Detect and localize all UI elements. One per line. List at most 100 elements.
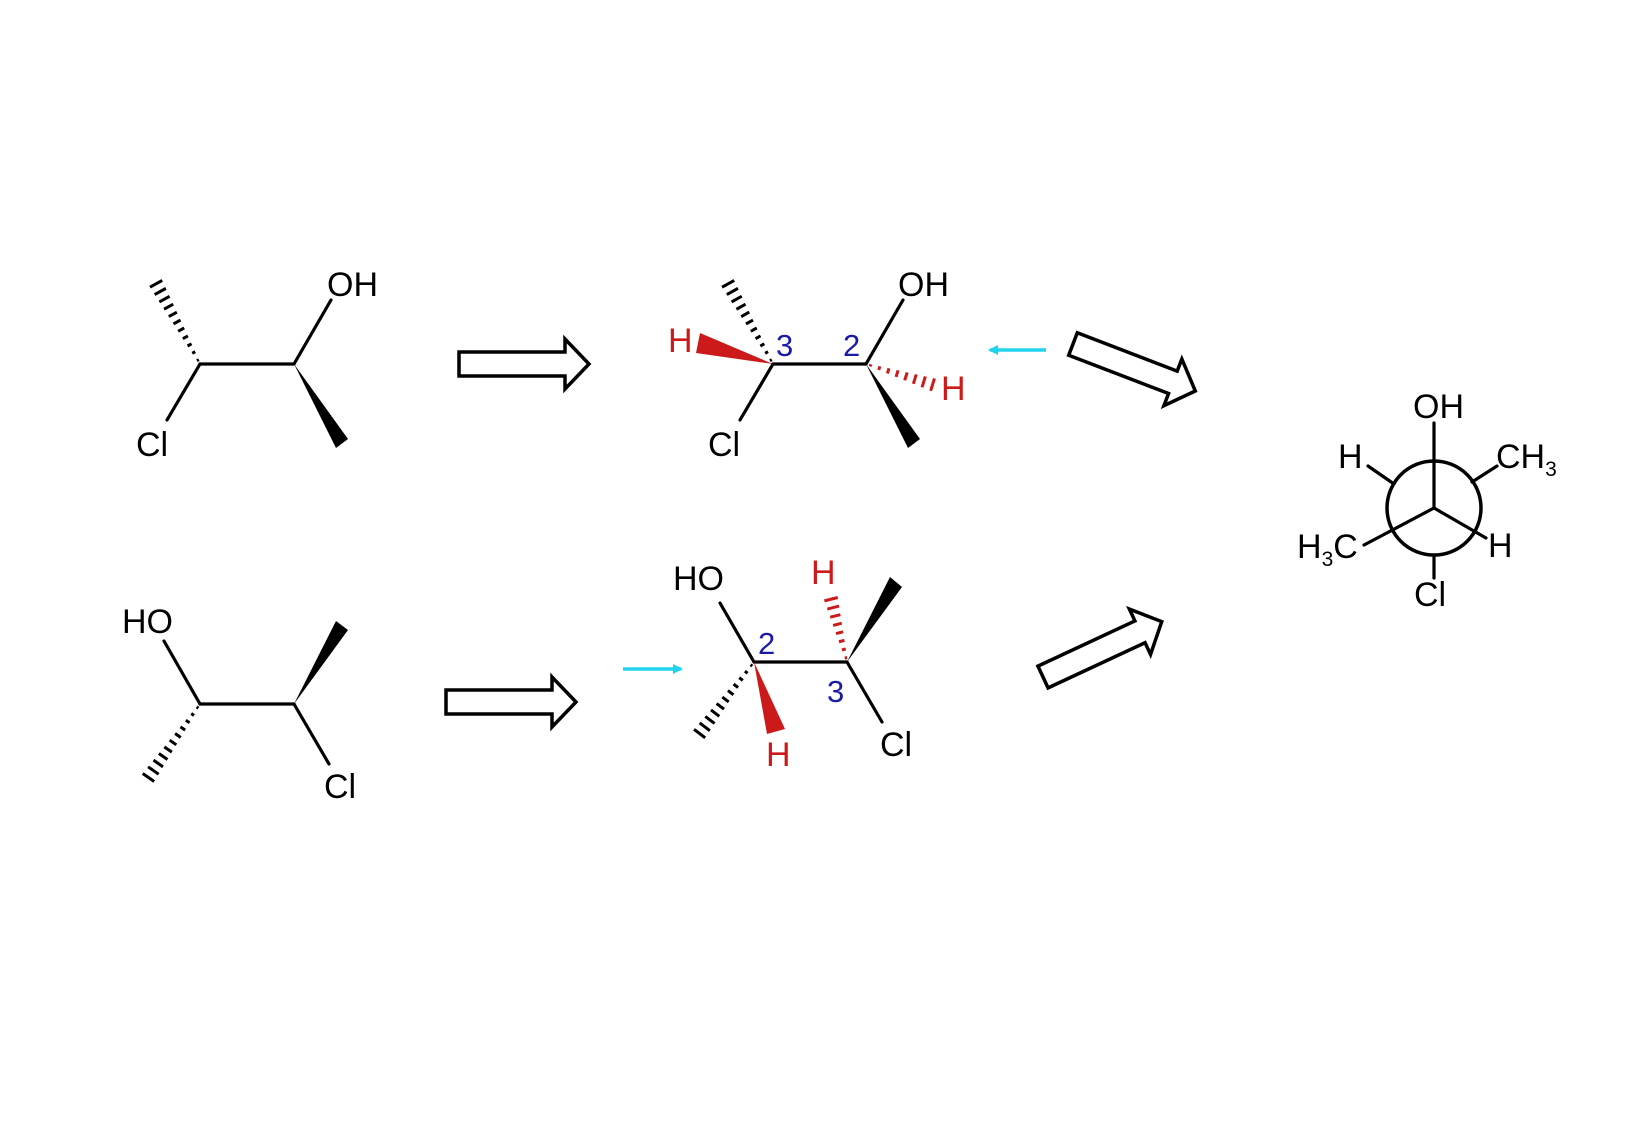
hash-stroke (182, 334, 189, 340)
hash-stroke (168, 738, 178, 747)
hash-stroke (158, 752, 169, 761)
molecule-bottom-middle: HO 2 H 3 H Cl (673, 554, 912, 774)
hash-stroke (177, 326, 185, 333)
hash-stroke (149, 279, 163, 289)
hollow-arrow-icon (1035, 605, 1164, 691)
label-oh: OH (898, 266, 949, 304)
hash-stroke (735, 302, 747, 311)
wedge-bond-methyl (866, 364, 920, 448)
label-h-wedge: H (766, 736, 791, 774)
newman-label-h3c: H3C (1297, 528, 1358, 571)
hash-stroke (715, 702, 725, 711)
label-cl: Cl (708, 426, 740, 464)
hash-stroke (759, 342, 766, 348)
wedge-bond-methyl (847, 577, 902, 662)
hash-stroke (740, 310, 751, 318)
hash-stroke (835, 630, 844, 636)
hash-stroke (764, 350, 769, 355)
hash-stroke (903, 371, 909, 381)
hash-stroke (704, 715, 716, 725)
hash-stroke (191, 350, 196, 355)
locant-3: 3 (827, 674, 844, 709)
label-cl: Cl (136, 426, 168, 464)
hash-bond-methyl (721, 279, 773, 363)
newman-label-oh: OH (1413, 388, 1464, 426)
hash-stroke (929, 378, 936, 392)
hash-stroke (172, 318, 182, 326)
hash-stroke (698, 721, 711, 732)
hash-stroke (824, 596, 839, 603)
hash-stroke (147, 765, 160, 776)
hash-stroke (141, 772, 156, 783)
hash-stroke (163, 302, 174, 311)
hash-stroke (174, 732, 182, 739)
hash-stroke (838, 638, 845, 644)
hash-stroke (726, 287, 739, 296)
hollow-arrow-icon (457, 334, 592, 394)
back-bond-ch3 (1470, 464, 1499, 484)
hash-stroke (841, 647, 847, 652)
wedge-bond-h (696, 333, 773, 364)
hash-stroke (186, 342, 193, 348)
hash-stroke (826, 604, 840, 611)
hash-stroke (911, 373, 918, 385)
molecule-bottom-left: HO Cl (122, 603, 356, 806)
c-cl-bond (165, 362, 202, 422)
newman-projection: OH H CH3 H3C H Cl (1297, 388, 1557, 614)
hash-stroke (710, 708, 721, 718)
hash-stroke (743, 670, 749, 675)
hash-stroke (750, 326, 758, 333)
hash-stroke (190, 712, 195, 717)
hash-stroke (885, 367, 891, 374)
hash-stroke (179, 725, 187, 732)
hollow-arrow-icon (444, 672, 579, 732)
hash-stroke (749, 663, 754, 668)
hash-stroke (754, 334, 762, 340)
hash-stroke (738, 676, 744, 682)
c-cl-bond (738, 362, 775, 422)
c-cl-bond (845, 660, 884, 724)
label-h-hash: H (941, 370, 966, 408)
c-oh-bond (864, 298, 905, 366)
label-ho: HO (122, 603, 173, 641)
hash-stroke (732, 682, 740, 689)
label-h-wedge: H (668, 322, 693, 360)
hash-bond-methyl (149, 279, 200, 363)
hash-stroke (877, 365, 882, 371)
hash-stroke (844, 656, 848, 660)
back-bond-h (1366, 464, 1396, 486)
c-oh-bond (162, 639, 202, 706)
wedge-bond-h (754, 662, 785, 734)
locant-3: 3 (776, 328, 793, 363)
label-cl: Cl (324, 768, 356, 806)
locant-2: 2 (758, 626, 775, 661)
hash-bond-methyl (141, 705, 200, 783)
hash-stroke (745, 318, 754, 326)
wedge-bond-methyl (294, 364, 348, 448)
hash-bond-h (824, 596, 848, 660)
hash-stroke (158, 294, 171, 304)
c-oh-bond (718, 601, 756, 664)
hash-stroke (730, 294, 743, 304)
newman-label-h-lower-right: H (1488, 527, 1513, 565)
hash-stroke (721, 695, 730, 704)
c-oh-bond (292, 298, 333, 366)
newman-label-ch3: CH3 (1496, 438, 1557, 481)
hash-stroke (769, 358, 773, 363)
label-cl: Cl (880, 726, 912, 764)
molecule-top-left: OH Cl (136, 266, 378, 464)
hash-stroke (832, 621, 843, 627)
label-ho: HO (673, 560, 724, 598)
hash-stroke (195, 705, 200, 710)
hash-stroke (721, 279, 735, 289)
hash-stroke (153, 287, 167, 296)
label-h-hash: H (811, 554, 836, 592)
molecule-top-middle: H 3 2 OH H Cl (668, 266, 966, 464)
newman-label-h-upper-left: H (1338, 438, 1363, 476)
locant-2: 2 (843, 328, 860, 363)
wedge-bond-methyl (294, 621, 348, 704)
newman-label-cl: Cl (1414, 576, 1446, 614)
front-bond-ch3 (1362, 506, 1436, 547)
